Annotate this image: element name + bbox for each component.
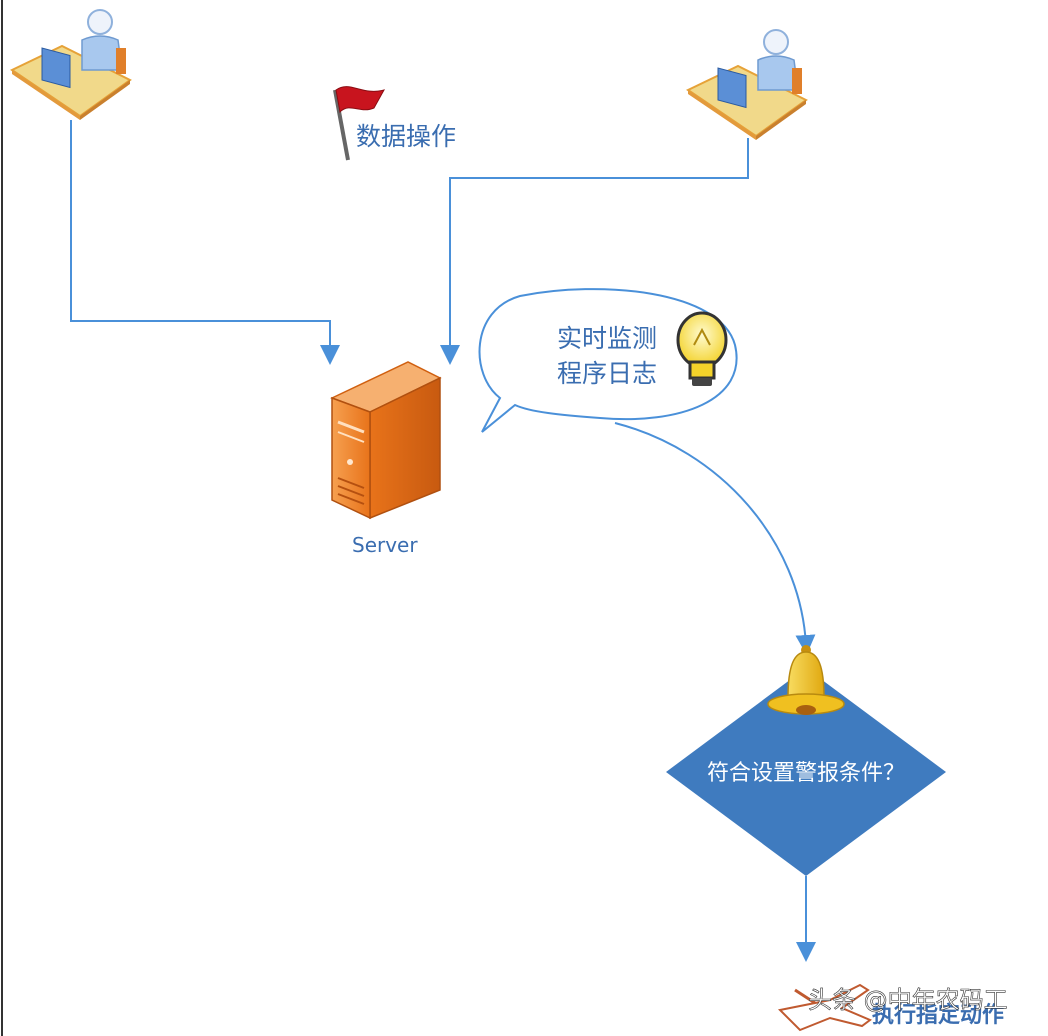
flag-label: 数据操作 [356, 122, 456, 151]
bubble-line-1: 实时监测 [557, 324, 657, 353]
server-label: Server [352, 533, 418, 557]
monitor-bubble [478, 288, 738, 433]
watermark: 头条 @中年农码工 [808, 986, 1008, 1014]
connector-right-user-to-server [440, 138, 749, 365]
bell-icon [767, 645, 845, 715]
lightbulb-icon [676, 311, 728, 386]
user-workstation-icon [685, 29, 808, 140]
connector-left-user-to-server [70, 120, 340, 365]
decision-text: 符合设置警报条件？ [707, 761, 905, 786]
airplane-icon [777, 983, 872, 1032]
server-icon [330, 361, 442, 520]
action-label: 执行指定动作 [872, 1002, 1004, 1028]
flag-icon [333, 86, 386, 161]
alert-decision [666, 668, 946, 876]
user-workstation-icon [9, 9, 132, 120]
connector-monitor-to-alert [614, 422, 816, 655]
bubble-line-2: 程序日志 [557, 359, 657, 388]
